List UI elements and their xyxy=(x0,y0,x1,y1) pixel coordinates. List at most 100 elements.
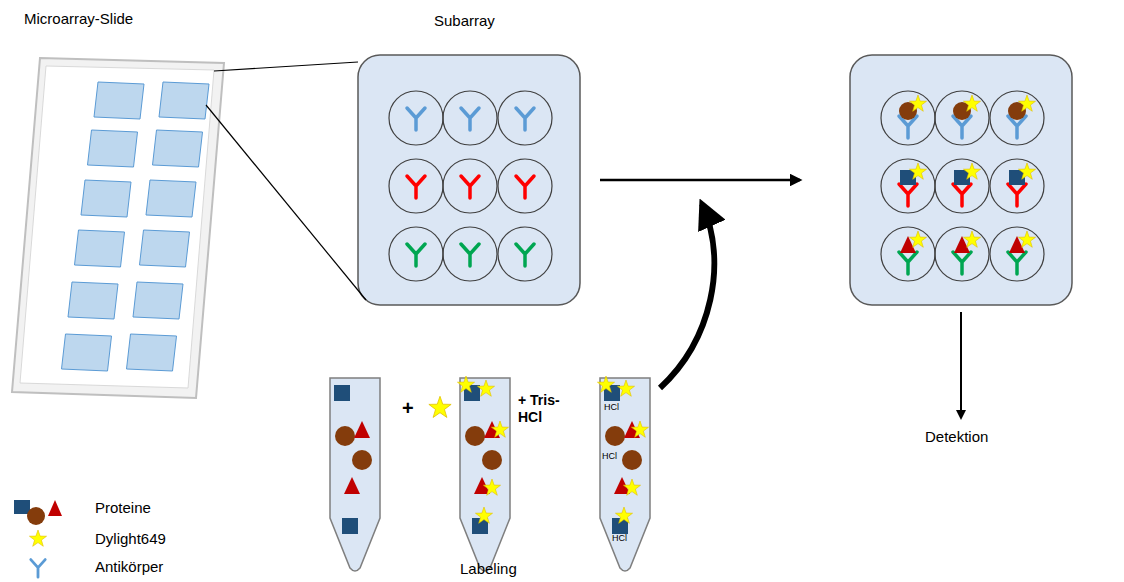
antibody xyxy=(407,176,425,198)
antibody xyxy=(899,184,917,206)
slide-face xyxy=(20,66,214,388)
subarray-square xyxy=(75,230,125,267)
well xyxy=(881,91,935,145)
well xyxy=(443,91,497,145)
subarray-square xyxy=(62,334,112,371)
well xyxy=(389,159,443,213)
dye-star xyxy=(963,95,980,111)
arrows xyxy=(206,62,961,418)
dye-star xyxy=(631,421,648,437)
subarray-square xyxy=(153,130,203,167)
protein xyxy=(344,477,360,494)
heading-text: Microarray-Slide xyxy=(24,10,133,27)
dye-star xyxy=(623,479,640,495)
dye-star xyxy=(909,95,926,111)
dye-star xyxy=(615,507,632,523)
subarray-square xyxy=(94,82,144,119)
well xyxy=(443,159,497,213)
apply-arrow xyxy=(660,204,714,388)
antibody xyxy=(461,108,479,130)
dye-star xyxy=(483,479,500,495)
detection-arrow xyxy=(960,312,962,418)
process-arrow xyxy=(600,179,800,182)
subarray-square xyxy=(140,230,190,267)
protein xyxy=(334,385,350,401)
tube xyxy=(330,378,380,571)
dye-star xyxy=(597,376,614,392)
well xyxy=(498,159,552,213)
protein xyxy=(354,421,370,438)
well xyxy=(443,227,497,281)
protein xyxy=(622,450,642,470)
antibody-symbol xyxy=(31,560,45,578)
protein-square xyxy=(14,500,30,514)
subarray-square xyxy=(81,180,131,217)
well xyxy=(389,91,443,145)
heading-node: Microarray-Slide xyxy=(22,8,135,29)
tube xyxy=(600,378,650,571)
antibody xyxy=(1008,252,1026,274)
dye-star xyxy=(429,396,451,417)
well xyxy=(498,91,552,145)
protein xyxy=(352,450,372,470)
reagent-label: + Tris- HCl xyxy=(518,392,574,426)
dye-star xyxy=(909,231,926,247)
zoom-line xyxy=(206,105,366,300)
zoom-line xyxy=(214,62,358,71)
antibody xyxy=(953,184,971,206)
dye-star xyxy=(963,163,980,179)
well xyxy=(881,159,935,213)
result-box xyxy=(850,55,1072,305)
subarray-square xyxy=(146,180,196,217)
subarray-box xyxy=(358,55,580,305)
antibody xyxy=(516,108,534,130)
tube xyxy=(460,378,510,571)
hcl-label: HCl xyxy=(602,451,617,462)
hcl-label: HCl xyxy=(604,402,619,413)
subarray-square xyxy=(133,282,183,319)
protein xyxy=(605,426,625,446)
well xyxy=(935,91,989,145)
antibody xyxy=(953,252,971,274)
tubes xyxy=(330,376,650,571)
dye-star xyxy=(29,530,46,546)
protein xyxy=(342,518,358,534)
well xyxy=(498,227,552,281)
subarray-square xyxy=(88,130,138,167)
protein xyxy=(465,426,485,446)
protein-circle xyxy=(27,507,45,525)
subarray-squares xyxy=(62,82,210,371)
antibody xyxy=(1008,184,1026,206)
well xyxy=(935,227,989,281)
protein xyxy=(335,426,355,446)
antibody xyxy=(407,108,425,130)
antibody xyxy=(461,244,479,266)
dye-star xyxy=(617,380,634,396)
protein-triangle xyxy=(48,500,62,516)
antibody xyxy=(516,176,534,198)
subarray-square xyxy=(68,282,118,319)
heading-node: Subarray xyxy=(432,10,497,31)
well xyxy=(990,91,1044,145)
antibody xyxy=(516,244,534,266)
heading-text: Subarray xyxy=(434,12,495,29)
legend-text: Proteine xyxy=(95,499,151,516)
well xyxy=(881,227,935,281)
step-label: Labeling xyxy=(460,560,517,578)
antibody xyxy=(407,244,425,266)
dye-star xyxy=(1018,231,1035,247)
hcl-label: HCl xyxy=(612,533,627,544)
dye-star xyxy=(457,376,474,392)
well xyxy=(990,159,1044,213)
slide-outline xyxy=(12,58,224,398)
dye-star xyxy=(963,231,980,247)
antibody xyxy=(899,252,917,274)
antibody xyxy=(461,176,479,198)
subarray-square xyxy=(127,334,177,371)
plus-sign: + xyxy=(402,396,414,420)
dye-star xyxy=(475,507,492,523)
dye-star xyxy=(909,163,926,179)
subarray-square xyxy=(159,82,209,119)
legend-text: Dylight649 xyxy=(95,530,166,547)
